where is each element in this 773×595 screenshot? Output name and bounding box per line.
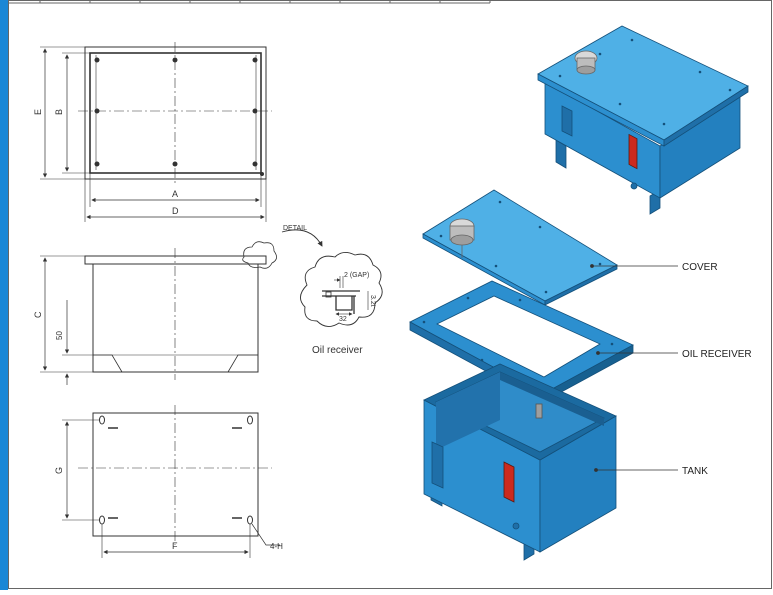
dim-label-e: E bbox=[33, 109, 43, 115]
detail-height-label: 3.2t bbox=[369, 295, 376, 307]
dim-label-base-height: 50 bbox=[55, 331, 64, 340]
dim-label-f: F bbox=[172, 541, 178, 551]
label-oil-receiver: OIL RECEIVER bbox=[682, 349, 752, 360]
callout-leaders bbox=[590, 264, 678, 472]
label-cover: COVER bbox=[682, 262, 718, 273]
detail-tag: DETAIL bbox=[283, 225, 307, 232]
dim-label-d: D bbox=[172, 206, 179, 216]
accent-bar bbox=[0, 0, 8, 590]
dim-label-b: B bbox=[54, 109, 64, 115]
dim-label-g: G bbox=[54, 467, 64, 474]
top-view bbox=[40, 42, 272, 222]
dim-label-h: 4-H bbox=[270, 542, 283, 551]
label-tank: TANK bbox=[682, 466, 708, 477]
assembled-tank bbox=[537, 25, 749, 215]
detail-gap-label: 2 (GAP) bbox=[344, 272, 369, 279]
exploded-tank bbox=[423, 363, 617, 561]
exploded-cover bbox=[422, 189, 618, 306]
detail-width-label: 32 bbox=[339, 316, 347, 323]
dim-label-c: C bbox=[33, 311, 43, 318]
front-view bbox=[40, 229, 323, 385]
dim-label-a: A bbox=[172, 189, 178, 199]
detail-caption: Oil receiver bbox=[312, 345, 363, 356]
header-table-ticks bbox=[39, 0, 491, 3]
detail-cloud bbox=[300, 252, 383, 327]
bottom-view bbox=[62, 405, 280, 558]
